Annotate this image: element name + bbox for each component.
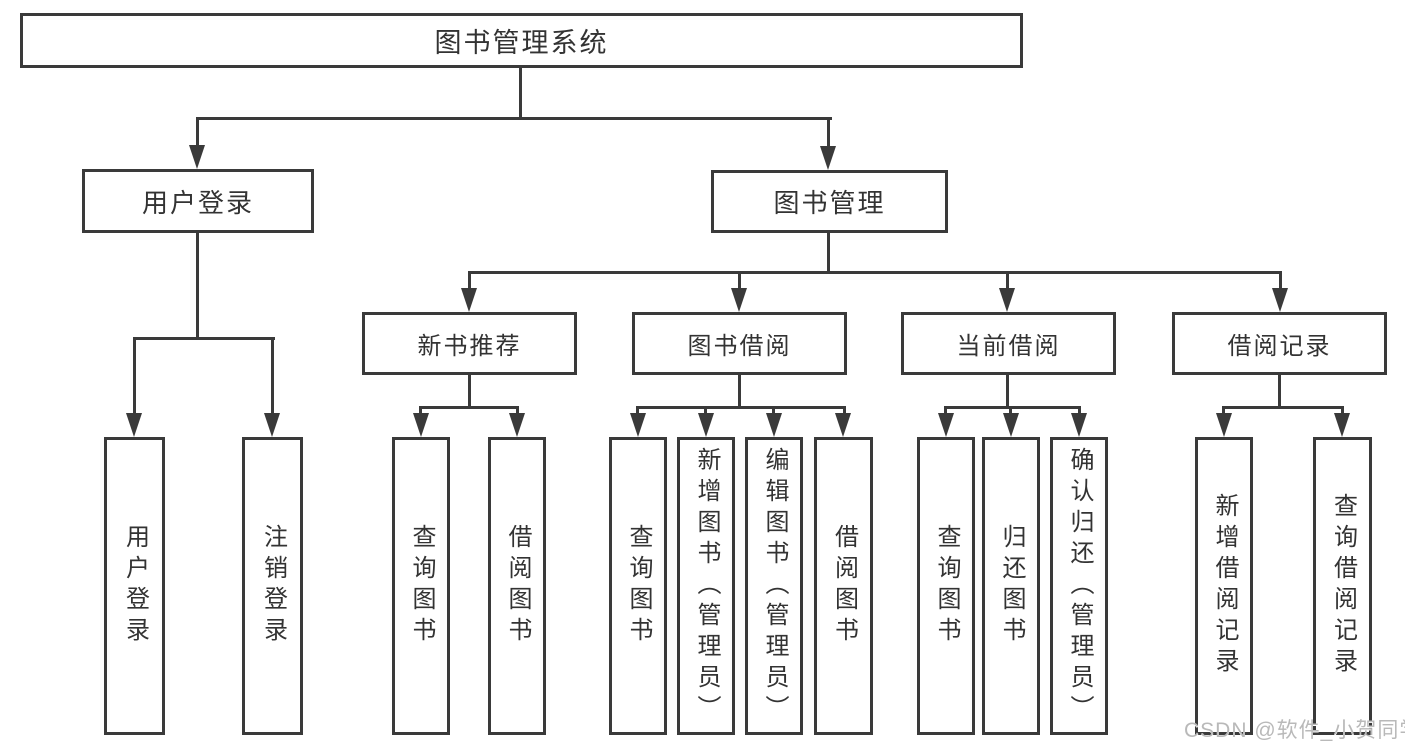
node-borrowing-records: 借阅记录	[1172, 312, 1387, 375]
leaf-bb-edit-books-admin: 编辑图书（管理员）	[745, 437, 803, 735]
connector-bb-drop-2	[704, 406, 707, 416]
connector-br-drop-1	[1222, 406, 1225, 416]
arrowhead-icon	[630, 413, 646, 437]
connector-rec-drop-1	[419, 406, 422, 416]
connector-cb-branch	[944, 406, 1081, 409]
connector-cb-drop-2	[1009, 406, 1012, 416]
arrowhead-icon	[1071, 413, 1087, 437]
node-label: 归还图书	[998, 524, 1025, 648]
node-label: 用户登录	[121, 524, 149, 648]
connector-br-drop-2	[1341, 406, 1344, 416]
node-book-borrowing: 图书借阅	[632, 312, 847, 375]
node-label: 注销登录	[259, 524, 287, 648]
leaf-br-query-record: 查询借阅记录	[1313, 437, 1372, 735]
connector-cb-drop-3	[1078, 406, 1081, 416]
leaf-bb-add-books-admin: 新增图书（管理员）	[677, 437, 735, 735]
node-new-book-recommend: 新书推荐	[362, 312, 577, 375]
arrowhead-icon	[1216, 413, 1232, 437]
arrowhead-icon	[1334, 413, 1350, 437]
connector-bb-drop-4	[843, 406, 846, 416]
connector-root-stem	[519, 68, 522, 120]
node-label: 借阅记录	[1227, 333, 1332, 360]
connector-book-mgmt-drop-1	[468, 271, 471, 291]
connector-root-right-drop	[827, 117, 830, 149]
node-library-management-system: 图书管理系统	[20, 13, 1023, 68]
node-label: 确认归还（管理员）	[1066, 446, 1093, 726]
arrowhead-icon	[835, 413, 851, 437]
arrowhead-icon	[189, 145, 205, 169]
arrowhead-icon	[999, 288, 1015, 312]
arrowhead-icon	[509, 413, 525, 437]
arrowhead-icon	[126, 413, 142, 437]
connector-bb-stem	[738, 375, 741, 409]
arrowhead-icon	[1003, 413, 1019, 437]
node-label: 图书管理	[773, 188, 886, 218]
connector-book-mgmt-drop-4	[1279, 271, 1282, 291]
csdn-watermark: CSDN @软件_小贺同学	[1184, 719, 1405, 742]
leaf-logout: 注销登录	[242, 437, 303, 735]
connector-book-mgmt-stem	[827, 233, 830, 274]
leaf-bb-query-books: 查询图书	[609, 437, 667, 735]
connector-rec-stem	[468, 375, 471, 409]
node-label: 查询借阅记录	[1329, 493, 1357, 679]
node-label: 图书管理系统	[434, 28, 609, 58]
node-current-borrowing: 当前借阅	[901, 312, 1116, 375]
connector-br-stem	[1278, 375, 1281, 409]
node-label: 借阅图书	[830, 524, 858, 648]
arrowhead-icon	[461, 288, 477, 312]
node-label: 查询图书	[625, 524, 652, 648]
connector-book-mgmt-drop-2	[738, 271, 741, 291]
node-label: 借阅图书	[504, 524, 531, 648]
connector-bb-branch	[636, 406, 846, 409]
node-label: 图书借阅	[687, 333, 792, 360]
arrowhead-icon	[1272, 288, 1288, 312]
arrowhead-icon	[938, 413, 954, 437]
connector-rec-drop-2	[516, 406, 519, 416]
arrowhead-icon	[413, 413, 429, 437]
leaf-rec-query-books: 查询图书	[392, 437, 450, 735]
connector-cb-stem	[1006, 375, 1009, 409]
leaf-rec-borrow-books: 借阅图书	[488, 437, 546, 735]
leaf-cb-query-books: 查询图书	[917, 437, 975, 735]
connector-user-login-branch	[133, 337, 275, 340]
arrowhead-icon	[698, 413, 714, 437]
connector-user-login-drop-1	[133, 337, 136, 415]
connector-bb-drop-3	[772, 406, 775, 416]
leaf-cb-confirm-return-admin: 确认归还（管理员）	[1050, 437, 1108, 735]
node-label: 新增借阅记录	[1211, 493, 1238, 679]
connector-book-mgmt-branch	[468, 271, 1282, 274]
arrowhead-icon	[731, 288, 747, 312]
node-book-management: 图书管理	[711, 170, 948, 233]
node-label: 当前借阅	[956, 333, 1061, 360]
arrowhead-icon	[264, 413, 280, 437]
connector-br-branch	[1222, 406, 1344, 409]
connector-user-login-stem	[196, 233, 199, 340]
node-label: 编辑图书（管理员）	[761, 446, 788, 726]
connector-book-mgmt-drop-3	[1006, 271, 1009, 291]
leaf-cb-return-books: 归还图书	[982, 437, 1040, 735]
node-label: 新书推荐	[417, 333, 522, 360]
connector-user-login-drop-2	[271, 337, 274, 415]
connector-root-branch	[196, 117, 832, 120]
arrowhead-icon	[820, 146, 836, 170]
leaf-bb-borrow-books: 借阅图书	[814, 437, 873, 735]
connector-rec-branch	[419, 406, 519, 409]
node-user-login: 用户登录	[82, 169, 314, 233]
arrowhead-icon	[766, 413, 782, 437]
connector-bb-drop-1	[636, 406, 639, 416]
node-label: 查询图书	[408, 524, 435, 648]
leaf-user-login: 用户登录	[104, 437, 165, 735]
connector-root-left-drop	[196, 117, 199, 149]
leaf-br-add-record: 新增借阅记录	[1195, 437, 1253, 735]
connector-cb-drop-1	[944, 406, 947, 416]
node-label: 查询图书	[933, 524, 960, 648]
node-label: 用户登录	[141, 187, 254, 218]
node-label: 新增图书（管理员）	[693, 446, 720, 726]
